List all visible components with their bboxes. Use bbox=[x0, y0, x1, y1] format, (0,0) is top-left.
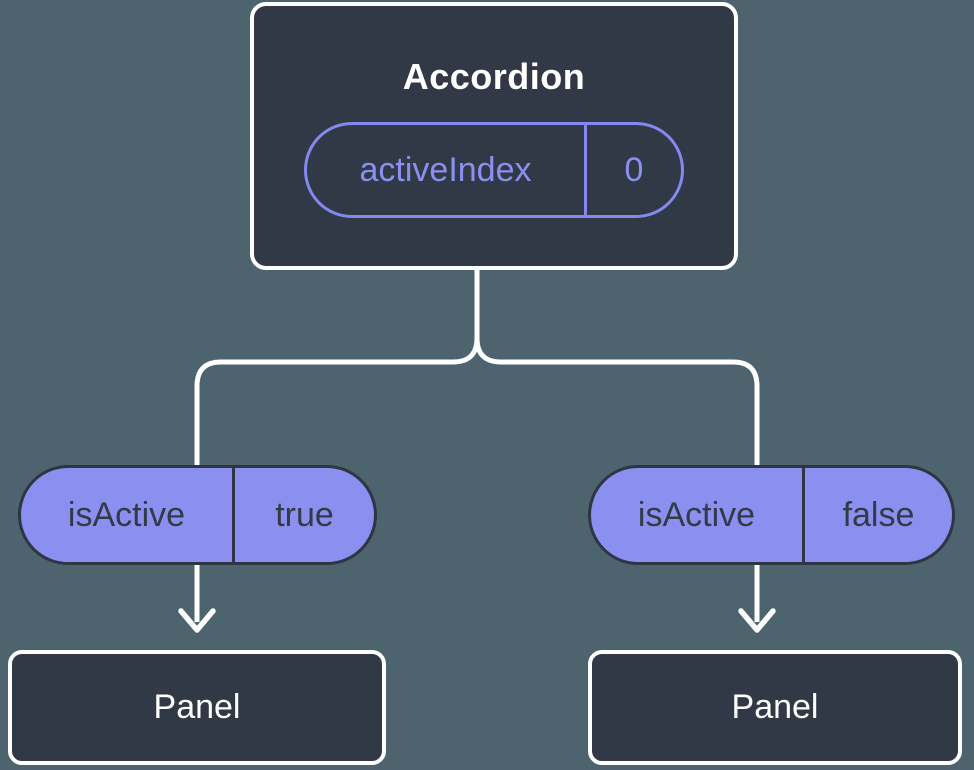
panel-node-right: Panel bbox=[588, 650, 962, 765]
state-value-label: false bbox=[842, 495, 915, 534]
pill-divider bbox=[802, 468, 805, 562]
prop-name-label: activeIndex bbox=[359, 150, 532, 189]
connector-branch-left bbox=[194, 264, 480, 468]
pill-divider bbox=[584, 125, 587, 215]
arrow-down-icon bbox=[178, 608, 216, 633]
panel-node-title: Panel bbox=[731, 688, 819, 726]
is-active-pill-false: isActive false bbox=[588, 465, 955, 565]
is-active-pill-true: isActive true bbox=[18, 465, 377, 565]
prop-value-label: 0 bbox=[624, 150, 644, 189]
accordion-node: Accordion activeIndex 0 bbox=[250, 2, 738, 270]
active-index-prop-pill: activeIndex 0 bbox=[304, 122, 684, 218]
connector-branch-right bbox=[474, 264, 760, 468]
state-name-label: isActive bbox=[637, 495, 756, 534]
pill-divider bbox=[232, 468, 235, 562]
arrow-down-icon bbox=[738, 608, 776, 633]
accordion-node-title: Accordion bbox=[402, 56, 586, 97]
state-value-label: true bbox=[275, 495, 334, 534]
state-name-label: isActive bbox=[67, 495, 186, 534]
panel-node-left: Panel bbox=[8, 650, 386, 765]
panel-node-title: Panel bbox=[153, 688, 241, 726]
